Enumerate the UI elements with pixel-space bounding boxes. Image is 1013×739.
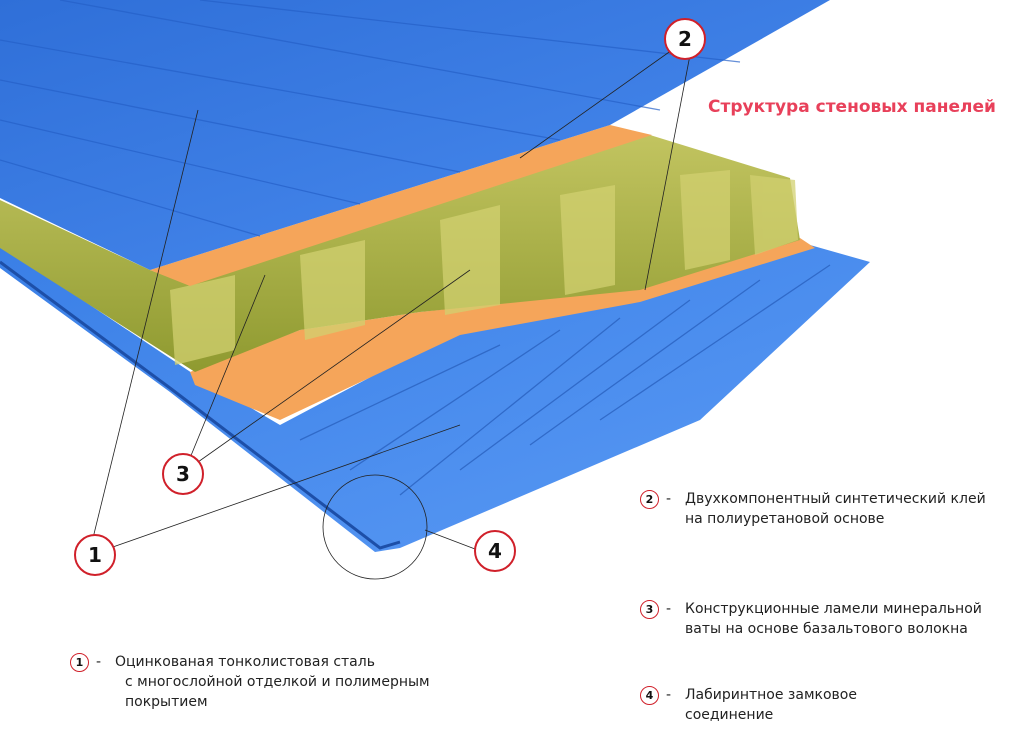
bottom-steel-sheet [0,245,870,552]
legend-number: 3 [640,600,659,619]
top-glue-layer [150,125,652,286]
legend-text: Оцинкованая тонколистовая сталь [115,654,375,670]
leader-lines [92,49,691,580]
legend-dash: - [666,491,672,507]
top-sheet-grooves [0,0,741,237]
legend-number: 1 [70,653,89,672]
legend-item-2: 2 - Двухкомпонентный синтетический клей … [640,489,986,529]
callout-1: 1 [74,534,116,576]
legend-text: Двухкомпонентный синтетический клей [685,491,986,507]
callout-4: 4 [474,530,516,572]
legend-number: 2 [640,490,659,509]
legend-text: соединение [685,707,774,723]
top-steel-sheet [0,0,830,270]
legend-text: Конструкционные ламели минеральной [685,601,982,617]
legend-text: с многослойной отделкой и полимерным [125,674,430,690]
legend-dash: - [96,654,102,670]
lock-detail-circle [322,474,428,580]
callout-2: 2 [664,18,706,60]
legend-text: покрытием [125,694,208,710]
legend-text: на полиуретановой основе [685,511,885,527]
lock-joint-edge [0,260,401,550]
legend-item-4: 4 - Лабиринтное замковое соединение [640,685,857,725]
wool-lamellas [170,170,798,365]
legend-dash: - [666,601,672,617]
legend-item-3: 3 - Конструкционные ламели минеральной в… [640,599,982,639]
legend-text: Лабиринтное замковое [685,687,857,703]
bottom-sheet-grooves [299,264,831,496]
diagram-title: Структура стеновых панелей [708,97,996,117]
legend-item-1: 1 - Оцинкованая тонколистовая сталь с мн… [70,652,430,712]
legend-number: 4 [640,686,659,705]
legend-text: ваты на основе базальтового волокна [685,621,968,637]
callout-3: 3 [162,453,204,495]
legend-dash: - [666,687,672,703]
